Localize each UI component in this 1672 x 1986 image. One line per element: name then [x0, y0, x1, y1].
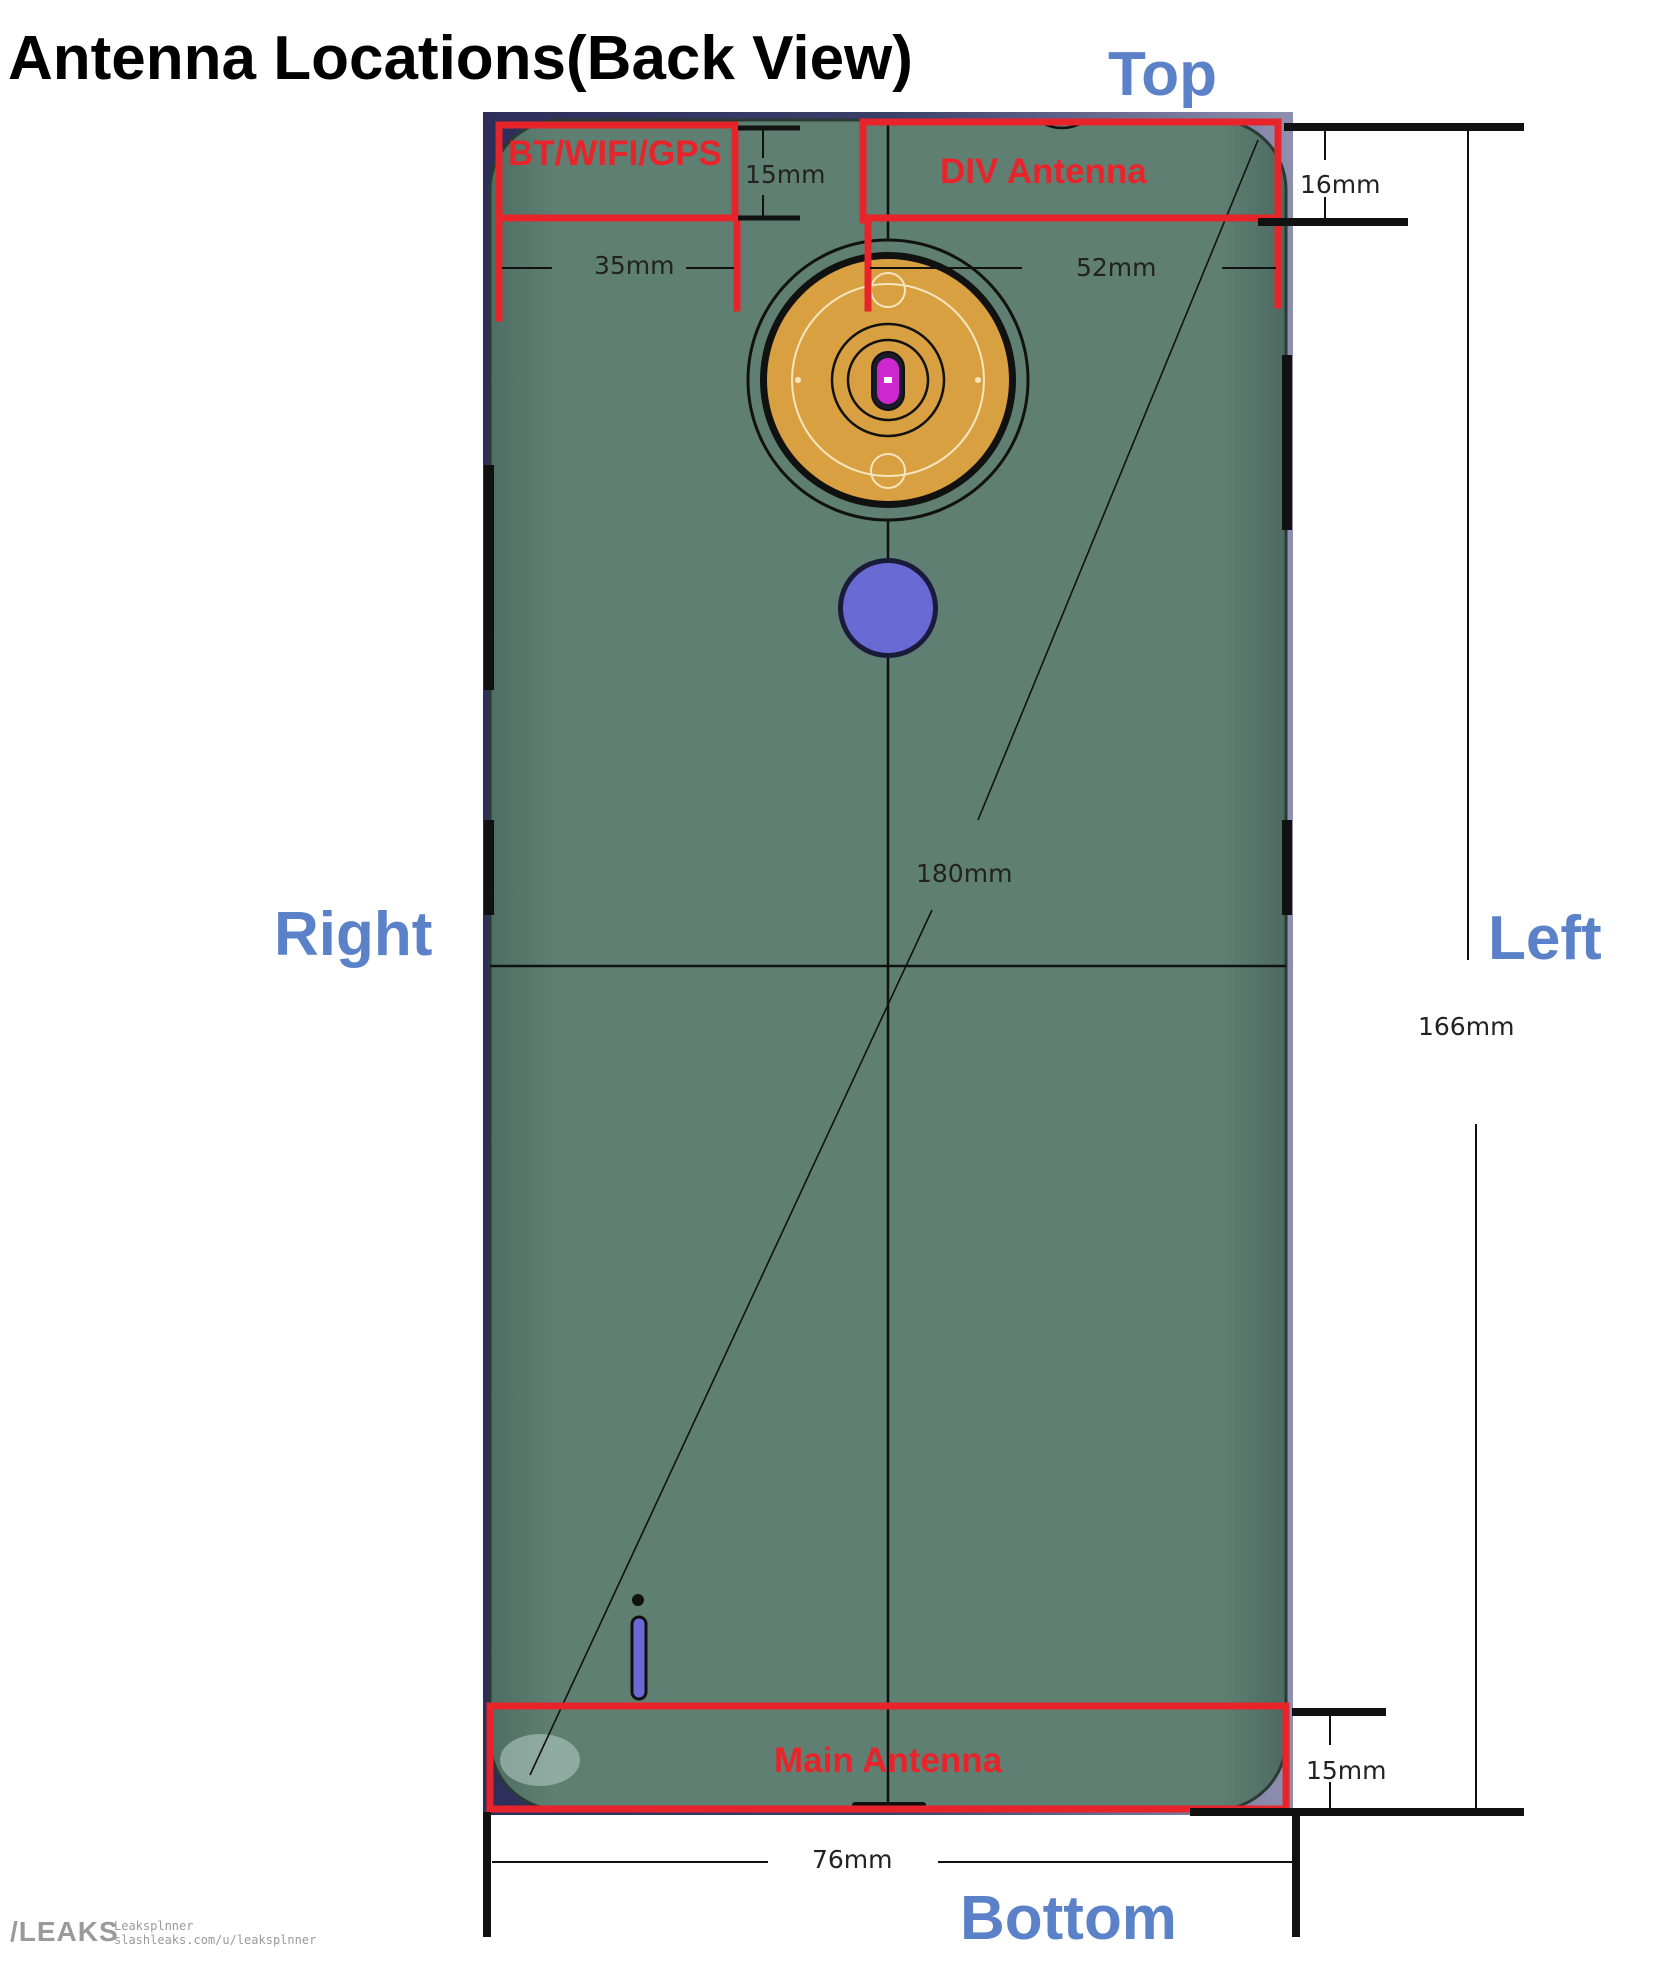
label-left: Left: [1488, 904, 1602, 973]
div-antenna-label: DIV Antenna: [940, 152, 1147, 191]
bt-antenna-outline: [495, 121, 739, 322]
page-title: Antenna Locations(Back View): [8, 24, 913, 93]
dim-main-height: 15mm: [1306, 1756, 1387, 1785]
right-side-button-lower: [484, 820, 494, 915]
label-right: Right: [274, 900, 433, 969]
fingerprint-sensor: [838, 558, 938, 658]
mic-dot: [632, 1594, 644, 1606]
dim-div-height: 16mm: [1300, 170, 1381, 199]
dim-bt-width: 35mm: [594, 251, 675, 280]
dim-overall-height: 166mm: [1418, 1012, 1515, 1041]
main-antenna-outline: [486, 1702, 1290, 1813]
watermark-line1: Leaksplnner: [114, 1919, 194, 1933]
camera-module: [746, 238, 1030, 522]
watermark-logo: /LEAKS: [10, 1916, 119, 1947]
left-side-button: [1282, 355, 1292, 530]
flash-slot: [630, 1615, 648, 1701]
dim-diagonal: 180mm: [916, 859, 1013, 888]
right-side-button: [484, 465, 494, 690]
dim-div-width: 52mm: [1076, 253, 1157, 282]
label-bottom: Bottom: [960, 1884, 1177, 1953]
dim-overall-width: 76mm: [812, 1845, 893, 1874]
bt-wifi-gps-antenna-label: BT/WIFI/GPS: [508, 134, 722, 173]
dim-bt-height: 15mm: [745, 160, 826, 189]
main-antenna-label: Main Antenna: [774, 1741, 1003, 1780]
watermark-line2: slashleaks.com/u/leaksplnner: [114, 1933, 317, 1947]
div-antenna-outline: [859, 118, 1282, 312]
label-top: Top: [1108, 40, 1218, 109]
left-side-button-lower: [1282, 820, 1292, 915]
